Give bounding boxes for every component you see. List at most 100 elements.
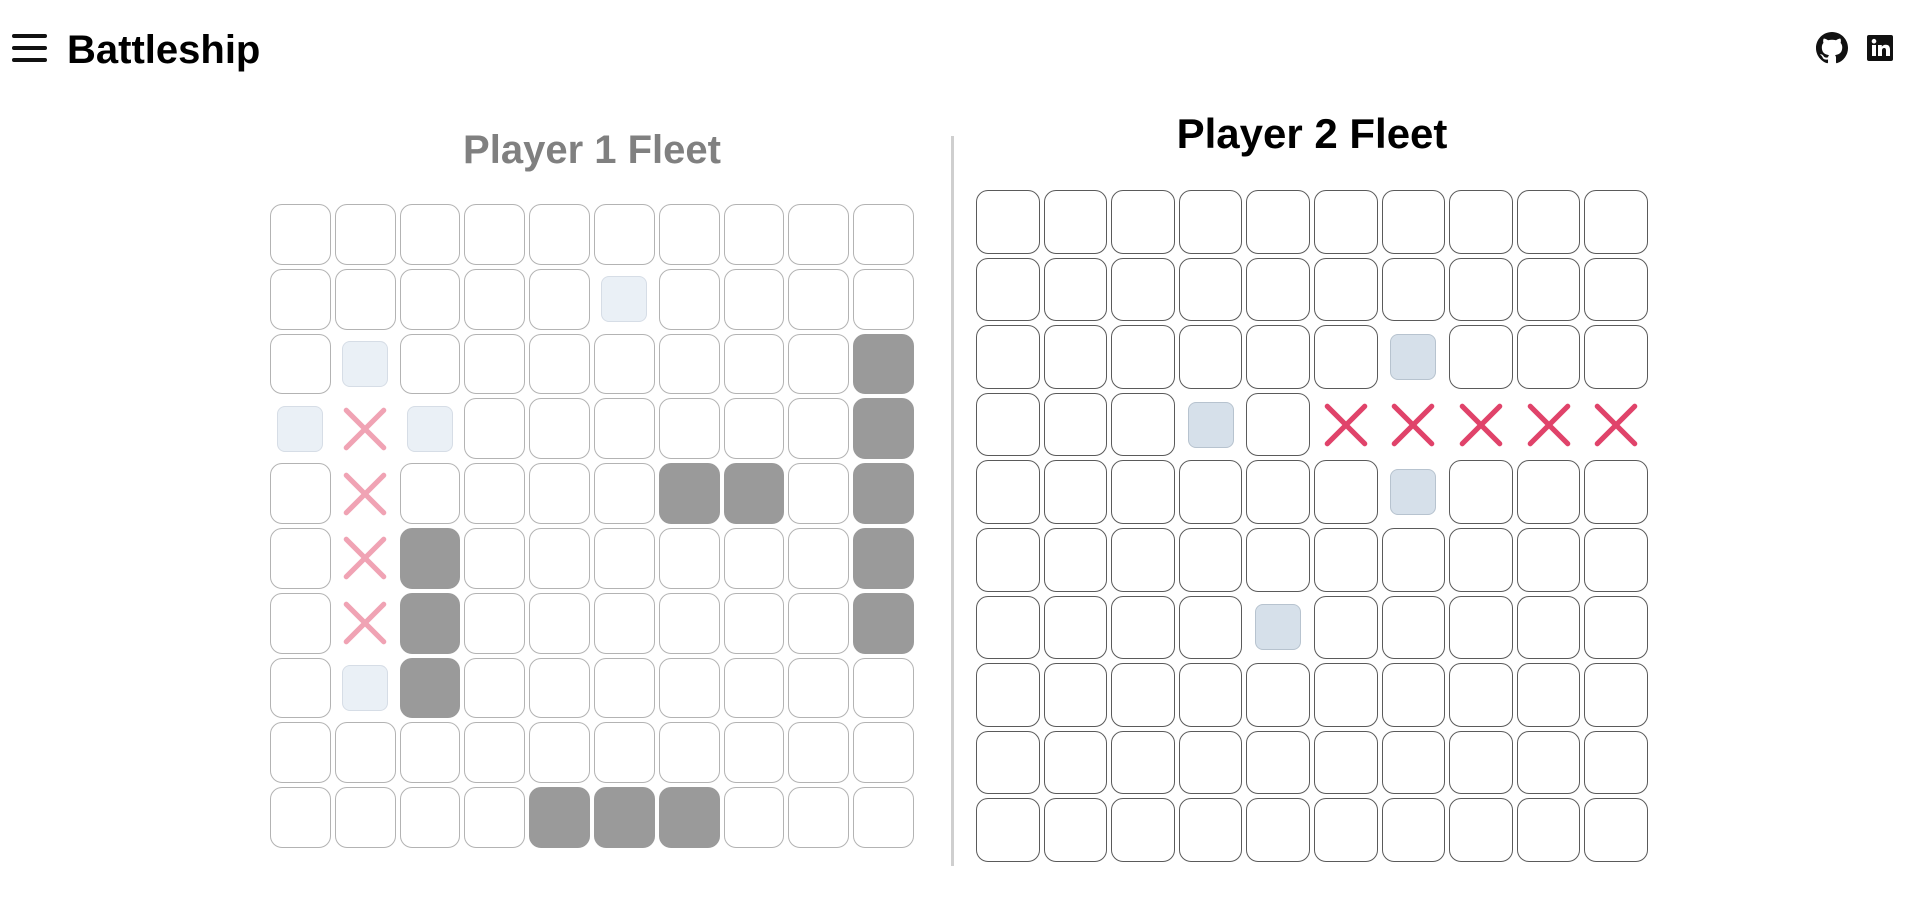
- player-2-cell-r8-c9[interactable]: [1516, 663, 1581, 727]
- player-2-cell-r8-c3[interactable]: [1111, 663, 1175, 727]
- player-2-cell-r9-c1[interactable]: [976, 730, 1040, 795]
- player-2-cell-r2-c5[interactable]: [1246, 257, 1310, 322]
- player-2-cell-r8-c6[interactable]: [1313, 663, 1378, 727]
- github-icon[interactable]: [1816, 32, 1848, 64]
- player-2-cell-r3-c1[interactable]: [976, 325, 1040, 389]
- player-2-cell-r4-c9[interactable]: [1516, 392, 1581, 457]
- player-2-cell-r6-c2[interactable]: [1043, 527, 1108, 592]
- player-2-cell-r4-c6[interactable]: [1313, 392, 1378, 457]
- player-2-cell-r4-c2[interactable]: [1043, 392, 1108, 457]
- player-2-cell-r6-c5[interactable]: [1246, 527, 1310, 592]
- player-2-cell-r3-c6[interactable]: [1313, 325, 1378, 389]
- player-2-cell-r9-c8[interactable]: [1449, 730, 1513, 795]
- player-2-cell-r9-c6[interactable]: [1313, 730, 1378, 795]
- player-2-cell-r2-c9[interactable]: [1516, 257, 1581, 322]
- player-2-cell-r7-c1[interactable]: [976, 595, 1040, 660]
- player-2-cell-r2-c10[interactable]: [1584, 257, 1648, 322]
- player-2-cell-r7-c3[interactable]: [1111, 595, 1175, 660]
- hamburger-menu-icon[interactable]: [12, 32, 48, 64]
- player-2-cell-r7-c5[interactable]: [1246, 595, 1310, 660]
- player-2-cell-r8-c8[interactable]: [1449, 663, 1513, 727]
- player-2-cell-r1-c6[interactable]: [1313, 190, 1378, 254]
- player-2-cell-r6-c1[interactable]: [976, 527, 1040, 592]
- player-2-cell-r5-c9[interactable]: [1516, 460, 1581, 524]
- player-2-cell-r2-c8[interactable]: [1449, 257, 1513, 322]
- player-2-cell-r2-c7[interactable]: [1381, 257, 1446, 322]
- player-2-cell-r10-c10[interactable]: [1584, 798, 1648, 862]
- player-2-cell-r1-c7[interactable]: [1381, 190, 1446, 254]
- player-2-cell-r9-c5[interactable]: [1246, 730, 1310, 795]
- player-2-cell-r8-c5[interactable]: [1246, 663, 1310, 727]
- player-2-cell-r7-c6[interactable]: [1313, 595, 1378, 660]
- player-2-cell-r5-c5[interactable]: [1246, 460, 1310, 524]
- player-2-cell-r5-c6[interactable]: [1313, 460, 1378, 524]
- player-2-cell-r2-c4[interactable]: [1178, 257, 1243, 322]
- player-2-cell-r4-c3[interactable]: [1111, 392, 1175, 457]
- player-2-cell-r3-c8[interactable]: [1449, 325, 1513, 389]
- player-2-cell-r3-c3[interactable]: [1111, 325, 1175, 389]
- player-2-cell-r5-c7[interactable]: [1381, 460, 1446, 524]
- player-2-cell-r5-c4[interactable]: [1178, 460, 1243, 524]
- player-2-cell-r10-c6[interactable]: [1313, 798, 1378, 862]
- player-2-cell-r3-c2[interactable]: [1043, 325, 1108, 389]
- player-2-cell-r8-c7[interactable]: [1381, 663, 1446, 727]
- player-2-cell-r8-c2[interactable]: [1043, 663, 1108, 727]
- player-2-cell-r1-c9[interactable]: [1516, 190, 1581, 254]
- player-2-cell-r7-c7[interactable]: [1381, 595, 1446, 660]
- linkedin-icon[interactable]: [1864, 32, 1896, 64]
- player-2-cell-r5-c3[interactable]: [1111, 460, 1175, 524]
- player-2-cell-r10-c5[interactable]: [1246, 798, 1310, 862]
- player-2-cell-r2-c1[interactable]: [976, 257, 1040, 322]
- player-2-cell-r3-c7[interactable]: [1381, 325, 1446, 389]
- player-2-cell-r10-c9[interactable]: [1516, 798, 1581, 862]
- player-2-cell-r4-c10[interactable]: [1584, 392, 1648, 457]
- player-2-cell-r7-c2[interactable]: [1043, 595, 1108, 660]
- player-2-cell-r4-c4[interactable]: [1178, 392, 1243, 457]
- player-2-cell-r8-c10[interactable]: [1584, 663, 1648, 727]
- player-2-cell-r6-c3[interactable]: [1111, 527, 1175, 592]
- player-2-cell-r1-c5[interactable]: [1246, 190, 1310, 254]
- player-2-cell-r7-c9[interactable]: [1516, 595, 1581, 660]
- player-2-cell-r5-c2[interactable]: [1043, 460, 1108, 524]
- player-2-cell-r1-c1[interactable]: [976, 190, 1040, 254]
- player-2-cell-r9-c7[interactable]: [1381, 730, 1446, 795]
- player-2-cell-r6-c7[interactable]: [1381, 527, 1446, 592]
- player-2-cell-r2-c2[interactable]: [1043, 257, 1108, 322]
- player-2-cell-r6-c4[interactable]: [1178, 527, 1243, 592]
- player-2-cell-r10-c1[interactable]: [976, 798, 1040, 862]
- player-2-cell-r1-c4[interactable]: [1178, 190, 1243, 254]
- player-2-cell-r1-c2[interactable]: [1043, 190, 1108, 254]
- player-2-cell-r4-c7[interactable]: [1381, 392, 1446, 457]
- player-2-cell-r1-c10[interactable]: [1584, 190, 1648, 254]
- player-2-cell-r7-c4[interactable]: [1178, 595, 1243, 660]
- player-2-cell-r10-c7[interactable]: [1381, 798, 1446, 862]
- player-2-cell-r3-c10[interactable]: [1584, 325, 1648, 389]
- player-2-cell-r5-c10[interactable]: [1584, 460, 1648, 524]
- player-2-cell-r6-c8[interactable]: [1449, 527, 1513, 592]
- player-2-cell-r8-c4[interactable]: [1178, 663, 1243, 727]
- player-2-cell-r9-c10[interactable]: [1584, 730, 1648, 795]
- player-2-cell-r9-c4[interactable]: [1178, 730, 1243, 795]
- player-2-cell-r6-c10[interactable]: [1584, 527, 1648, 592]
- player-2-cell-r7-c10[interactable]: [1584, 595, 1648, 660]
- player-2-cell-r5-c1[interactable]: [976, 460, 1040, 524]
- player-2-cell-r3-c5[interactable]: [1246, 325, 1310, 389]
- player-2-cell-r10-c2[interactable]: [1043, 798, 1108, 862]
- player-2-cell-r2-c6[interactable]: [1313, 257, 1378, 322]
- player-2-cell-r10-c8[interactable]: [1449, 798, 1513, 862]
- player-2-cell-r2-c3[interactable]: [1111, 257, 1175, 322]
- player-2-cell-r1-c3[interactable]: [1111, 190, 1175, 254]
- player-2-cell-r10-c4[interactable]: [1178, 798, 1243, 862]
- player-2-cell-r9-c9[interactable]: [1516, 730, 1581, 795]
- player-2-cell-r4-c8[interactable]: [1449, 392, 1513, 457]
- player-2-cell-r1-c8[interactable]: [1449, 190, 1513, 254]
- player-2-cell-r3-c9[interactable]: [1516, 325, 1581, 389]
- player-2-cell-r4-c1[interactable]: [976, 392, 1040, 457]
- player-2-cell-r8-c1[interactable]: [976, 663, 1040, 727]
- player-2-cell-r6-c9[interactable]: [1516, 527, 1581, 592]
- player-2-cell-r3-c4[interactable]: [1178, 325, 1243, 389]
- player-2-cell-r9-c2[interactable]: [1043, 730, 1108, 795]
- player-2-cell-r9-c3[interactable]: [1111, 730, 1175, 795]
- player-2-cell-r6-c6[interactable]: [1313, 527, 1378, 592]
- player-2-cell-r10-c3[interactable]: [1111, 798, 1175, 862]
